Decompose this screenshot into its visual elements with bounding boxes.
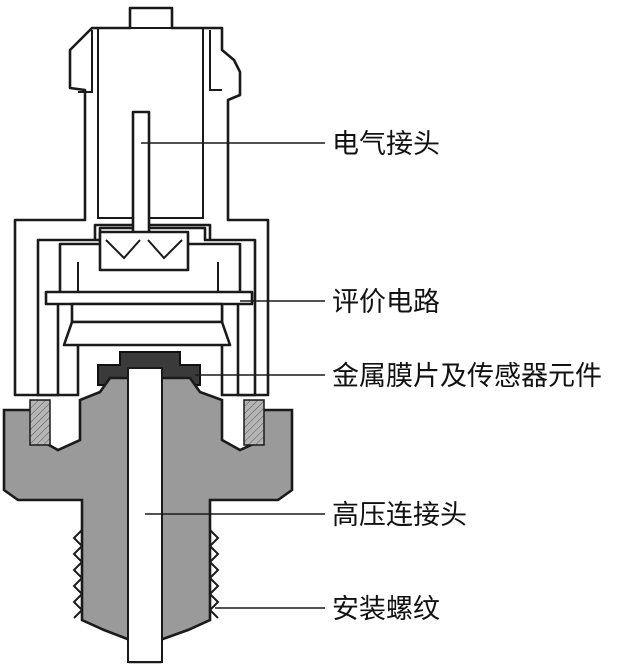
label-evaluation-circuit: 评价电路 — [332, 287, 440, 318]
label-electrical-connector: 电气接头 — [332, 129, 440, 160]
label-diaphragm-sensor: 金属膜片及传感器元件 — [332, 361, 602, 392]
thread-right — [208, 529, 220, 619]
electrical-pin — [98, 110, 190, 272]
thread-left — [72, 529, 84, 619]
pressure-bore — [127, 367, 163, 663]
circuit-board — [44, 262, 254, 347]
label-mounting-thread: 安装螺纹 — [332, 594, 440, 625]
label-high-pressure-connector: 高压连接头 — [332, 500, 467, 531]
